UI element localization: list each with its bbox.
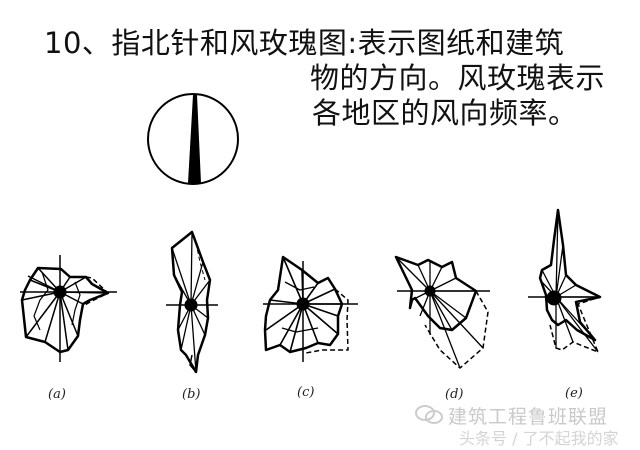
title-line-1: 10、指北针和风玫瑰图:表示图纸和建筑 (44, 26, 565, 60)
title-line-2: 物的方向。风玫瑰表示 (310, 61, 606, 95)
caption-a: (a) (48, 387, 66, 402)
wind-rose-b (166, 230, 218, 374)
north-arrow-icon (147, 93, 239, 185)
title-line-3: 各地区的风向频率。 (312, 96, 578, 130)
wind-rose-d (394, 255, 490, 369)
caption-b: (b) (182, 387, 201, 402)
wind-rose-e (528, 208, 602, 353)
wind-rose-c (263, 255, 358, 362)
watermark-account-name: 建筑工程鲁班联盟 (448, 406, 609, 428)
wechat-icon (415, 405, 443, 424)
caption-c: (c) (297, 385, 315, 400)
wind-rose-a (20, 255, 117, 362)
caption-d: (d) (445, 387, 464, 402)
caption-e: (e) (565, 386, 583, 401)
watermark-source: 头条号 / 了不起我的家 (459, 429, 619, 448)
